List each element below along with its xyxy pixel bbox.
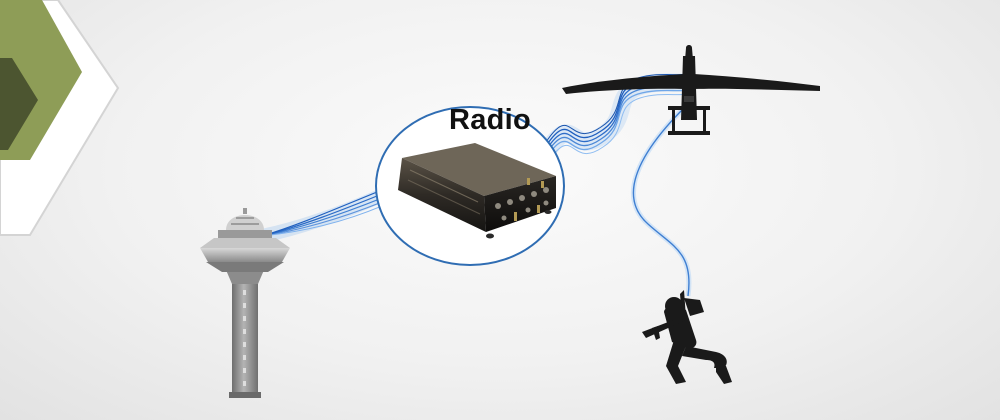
uav-drone-icon (562, 45, 820, 135)
control-tower-icon (200, 208, 290, 398)
radio-unit-icon (398, 143, 556, 239)
signal-tether-drone-soldier (631, 106, 692, 297)
kneeling-soldier-icon (642, 290, 732, 384)
radio-label: Radio (448, 104, 532, 136)
signal-beam-tower-radio (255, 189, 387, 243)
corner-accent (0, 0, 120, 236)
